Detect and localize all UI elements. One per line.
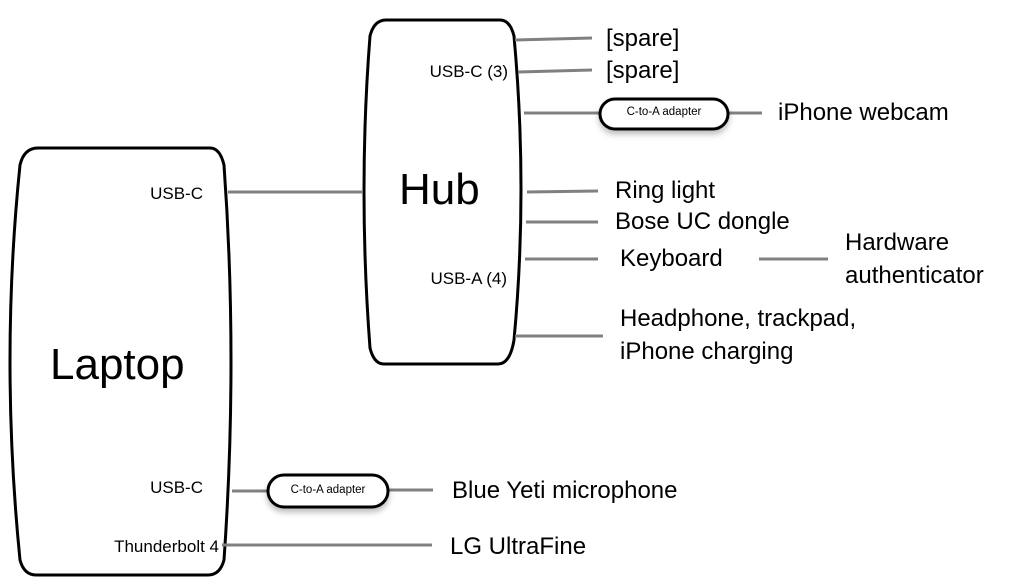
device-bose-dongle: Bose UC dongle [615, 208, 790, 235]
mic-adapter-box [266, 473, 390, 509]
laptop-port-usb-c-mic: USB-C [150, 478, 203, 497]
device-spare-1: [spare] [606, 25, 680, 52]
hub-port-group-usb-c: USB-C (3) [429, 62, 508, 81]
laptop-port-thunderbolt: Thunderbolt 4 [114, 537, 219, 556]
laptop-port-usb-c-hub: USB-C [150, 184, 203, 203]
webcam-adapter-box [598, 97, 730, 131]
device-blue-yeti: Blue Yeti microphone [452, 477, 678, 504]
device-hardware-authenticator-line1: Hardware [845, 229, 950, 256]
device-keyboard: Keyboard [620, 245, 723, 272]
hub-port-group-usb-a: USB-A (4) [430, 269, 507, 288]
device-headphone-line2: iPhone charging [620, 338, 794, 365]
mic-adapter-label: C-to-A adapter [290, 484, 366, 496]
wire-hub-spare-2 [517, 68, 593, 74]
wire-hub-ring-light [526, 189, 599, 194]
webcam-adapter-label: C-to-A adapter [626, 106, 702, 118]
wire-hub-spare-1 [514, 36, 593, 42]
device-lg-ultrafine: LG UltraFine [450, 533, 587, 560]
device-iphone-webcam: iPhone webcam [778, 99, 949, 126]
laptop-title: Laptop [50, 340, 185, 389]
laptop-shape [8, 146, 233, 577]
device-ring-light: Ring light [615, 177, 716, 204]
hub-title: Hub [399, 165, 480, 214]
device-headphone-line1: Headphone, trackpad, [620, 305, 857, 332]
hub-shape [362, 18, 523, 366]
device-spare-2: [spare] [606, 57, 680, 84]
device-hardware-authenticator-line2: authenticator [845, 262, 984, 289]
